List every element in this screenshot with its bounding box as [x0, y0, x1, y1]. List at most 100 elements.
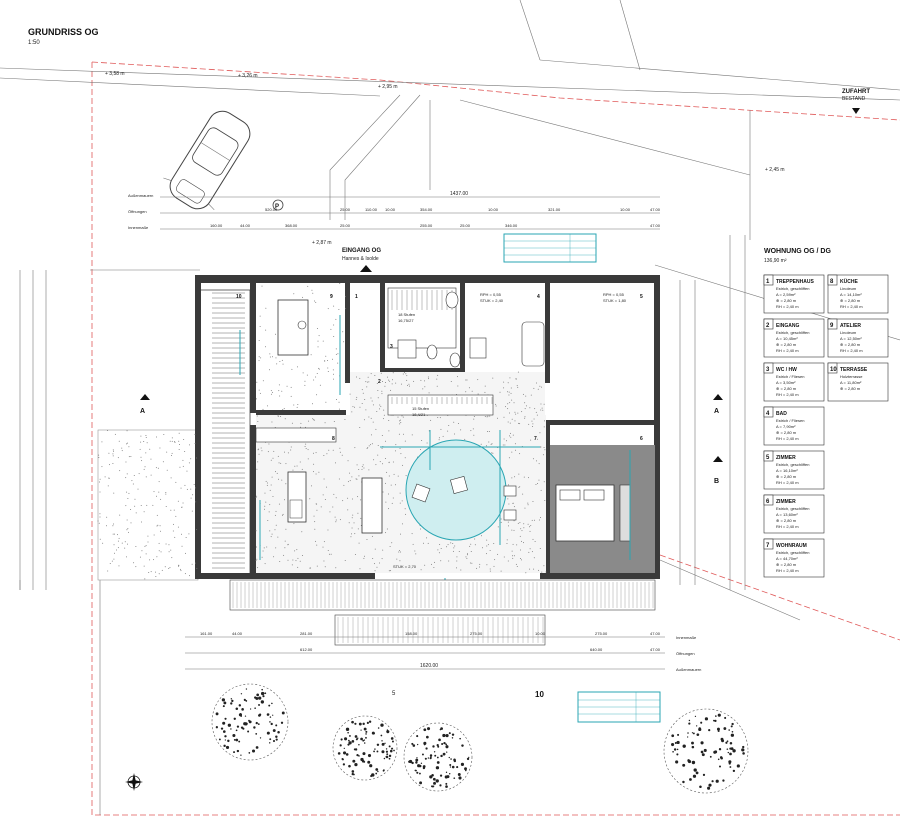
wall-spec-box-top: [503, 233, 597, 263]
svg-text:A = 2,59m²: A = 2,59m²: [776, 292, 796, 297]
svg-text:275.00: 275.00: [595, 631, 608, 636]
svg-text:25.00: 25.00: [340, 223, 351, 228]
parking-marker-icon: [272, 199, 284, 211]
left-dimension-chains: [19, 270, 47, 590]
svg-text:STUK = 2,40: STUK = 2,40: [480, 298, 504, 303]
svg-text:+ 2,87 m: + 2,87 m: [312, 240, 332, 246]
svg-text:⊕ = 2,80 m: ⊕ = 2,80 m: [776, 342, 797, 347]
svg-text:B: B: [714, 478, 719, 485]
svg-text:346.00: 346.00: [505, 223, 518, 228]
svg-text:16,75/27: 16,75/27: [398, 318, 414, 323]
svg-text:⊕ = 2,80 m: ⊕ = 2,80 m: [776, 298, 797, 303]
svg-text:3: 3: [766, 367, 770, 373]
svg-text:1437.00: 1437.00: [450, 191, 468, 197]
svg-text:612.00: 612.00: [300, 647, 313, 652]
svg-text:Estrich, geschliffen: Estrich, geschliffen: [776, 286, 810, 291]
svg-text:⊕ = 2,80 m: ⊕ = 2,80 m: [776, 430, 797, 435]
svg-text:Innenmaße: Innenmaße: [676, 635, 697, 640]
svg-text:Außenmauern: Außenmauern: [676, 667, 701, 672]
svg-text:8: 8: [830, 279, 834, 285]
svg-text:Linoleum: Linoleum: [840, 286, 857, 291]
zufahrt-arrow-icon: [852, 108, 860, 114]
svg-text:1: 1: [766, 279, 770, 285]
svg-text:RH = 2,40 m: RH = 2,40 m: [776, 392, 799, 397]
svg-text:STUK = 2,70: STUK = 2,70: [393, 564, 417, 569]
plan-scale: 1:50: [28, 40, 40, 46]
svg-text:A = 13,60m²: A = 13,60m²: [776, 512, 798, 517]
svg-text:368.00: 368.00: [285, 223, 298, 228]
svg-text:47.00: 47.00: [650, 207, 661, 212]
svg-text:RPH = 0,55: RPH = 0,55: [603, 292, 625, 297]
bottom-dimension-chains: 161.00 44.00 281.00 158.00 275.00 10.00 …: [185, 631, 701, 672]
svg-text:136,90 m²: 136,90 m²: [764, 258, 787, 264]
svg-text:RH = 2,40 m: RH = 2,40 m: [776, 568, 799, 573]
svg-text:RH = 2,40 m: RH = 2,40 m: [840, 348, 863, 353]
top-dimension-chains: Außenmauern Öffnungen Innenmaße 1437.00 …: [128, 191, 661, 230]
svg-text:15 Stufen: 15 Stufen: [412, 406, 429, 411]
bottom-deck: [229, 579, 656, 611]
svg-text:640.00: 640.00: [590, 647, 603, 652]
bestand-label: BESTAND: [842, 96, 866, 102]
svg-text:4: 4: [766, 411, 770, 417]
tree-icon: [403, 722, 473, 792]
wall-spec-box-bottom: [577, 691, 661, 723]
svg-text:Holzterrasse: Holzterrasse: [840, 374, 863, 379]
svg-text:10: 10: [535, 690, 544, 699]
svg-text:321.00: 321.00: [548, 207, 561, 212]
svg-text:⊕ = 2,80 m: ⊕ = 2,80 m: [840, 342, 861, 347]
svg-text:⊕ = 2,80 m: ⊕ = 2,80 m: [776, 386, 797, 391]
svg-text:7: 7: [534, 436, 537, 442]
svg-text:A = 16,10m²: A = 16,10m²: [776, 468, 798, 473]
stairs-middle: 15 Stufen 18,4/21: [387, 394, 494, 417]
svg-text:9: 9: [830, 323, 834, 329]
car-icon: [163, 110, 251, 211]
svg-text:354.00: 354.00: [420, 207, 433, 212]
kitchen: [255, 427, 383, 534]
svg-text:RH = 2,40 m: RH = 2,40 m: [776, 348, 799, 353]
svg-text:10: 10: [830, 367, 837, 373]
svg-text:5: 5: [640, 294, 643, 300]
svg-text:9: 9: [330, 294, 333, 300]
svg-text:⊕ = 2,80 m: ⊕ = 2,80 m: [776, 562, 797, 567]
svg-text:2: 2: [378, 379, 381, 385]
svg-text:RH = 2,40 m: RH = 2,40 m: [776, 524, 799, 529]
terrace-room-10: [199, 289, 251, 576]
svg-text:BAD: BAD: [776, 411, 787, 417]
svg-text:8: 8: [332, 436, 335, 442]
svg-text:6: 6: [766, 499, 770, 505]
svg-text:44.00: 44.00: [240, 223, 251, 228]
svg-text:A = 3,50m²: A = 3,50m²: [776, 380, 796, 385]
svg-text:1: 1: [355, 294, 358, 300]
eingang-label: EINGANG OG: [342, 248, 381, 254]
svg-text:ATELIER: ATELIER: [840, 323, 861, 329]
svg-text:110.00: 110.00: [365, 207, 378, 212]
garden-lawn: [97, 429, 199, 581]
svg-text:+ 2,45 m: + 2,45 m: [765, 167, 785, 173]
svg-text:+ 3,26 m: + 3,26 m: [238, 73, 258, 79]
svg-text:ZIMMER: ZIMMER: [776, 455, 796, 461]
stairs-top: 18 Stufen 16,75/27: [387, 287, 457, 349]
svg-text:10.00: 10.00: [488, 207, 499, 212]
svg-text:10.00: 10.00: [535, 631, 546, 636]
svg-text:P: P: [275, 204, 279, 210]
svg-text:⊕ = 2,80 m: ⊕ = 2,80 m: [776, 518, 797, 523]
double-bed-icon: [555, 484, 631, 542]
tree-icon: [332, 715, 398, 781]
svg-text:ZIMMER: ZIMMER: [776, 499, 796, 505]
svg-text:⊕ = 2,80 m: ⊕ = 2,80 m: [840, 386, 861, 391]
svg-text:281.00: 281.00: [300, 631, 313, 636]
garden-steps: [334, 614, 546, 646]
entrance-arrow-icon: [360, 265, 372, 272]
svg-text:Estrich, geschliffen: Estrich, geschliffen: [776, 330, 810, 335]
